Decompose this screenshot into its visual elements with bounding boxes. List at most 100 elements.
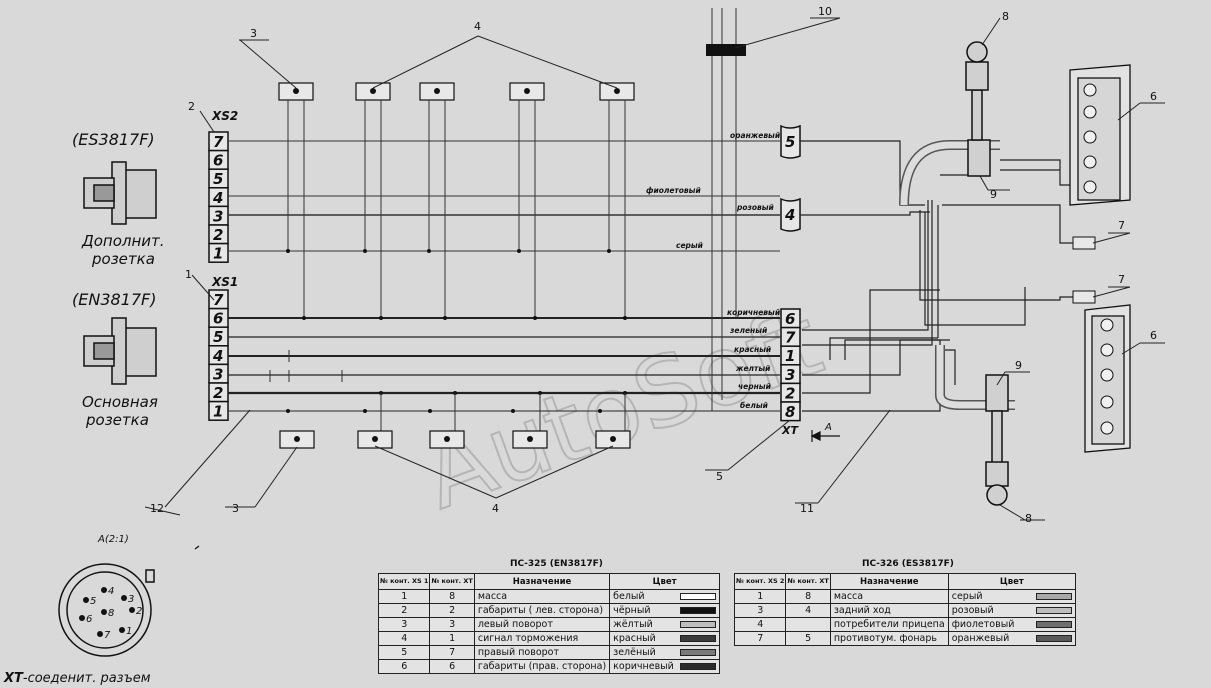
callout-11: 11 [800, 502, 814, 515]
color-swatch [680, 607, 716, 614]
cell-color: жёлтый [609, 617, 720, 632]
xs2-pin-label: 5 [213, 170, 223, 188]
cell-xt: 8 [429, 589, 475, 604]
wire-label-black: черный [738, 382, 772, 391]
cell-purpose: масса [829, 589, 949, 604]
table-ps325: № конт. XS 1 № конт. XT Назначение Цвет … [377, 573, 720, 674]
xs2-pin-label: 7 [213, 133, 224, 151]
xs1-pin-label: 1 [213, 403, 223, 421]
xs1-socket-drawing [83, 317, 157, 385]
cell-purpose: габариты (прав. сторона) [473, 659, 611, 674]
color-name: белый [613, 590, 645, 602]
cell-xt: 4 [785, 603, 831, 618]
xs2-pin-label: 3 [213, 207, 223, 225]
xs1-pin-label: 7 [213, 291, 224, 309]
cell-xs: 1 [733, 589, 787, 604]
xt-pin-box [780, 401, 801, 422]
cell-purpose: масса [473, 589, 611, 604]
th-xt: № конт. XT [429, 573, 475, 590]
color-name: красный [613, 632, 656, 644]
xt-upper-pin-label: 5 [785, 133, 795, 151]
xt-caption-bold: XT [3, 671, 24, 686]
table-ps325-title: ПС-325 (EN3817F) [510, 559, 603, 569]
cell-xs: 7 [733, 631, 787, 646]
cell-color: оранжевый [947, 631, 1077, 646]
xt-upper-pin-box [780, 197, 801, 232]
detail-pin-dot [101, 609, 107, 615]
th-purpose-326: Назначение [829, 573, 949, 590]
xt-pin-label: 2 [785, 384, 795, 402]
xs1-pin-label: 4 [212, 347, 223, 365]
xs1-pin-label: 3 [213, 365, 223, 383]
lamp-bulbs [1083, 83, 1114, 435]
detail-pin-dot [97, 631, 103, 637]
detail-pin-label: 8 [108, 608, 114, 619]
th-xs2: № конт. XS 2 [733, 573, 787, 590]
color-swatch [680, 593, 716, 600]
cell-purpose: левый поворот [473, 617, 611, 632]
wire-label-yellow: желтый [735, 364, 771, 373]
cell-xt: 3 [429, 617, 475, 632]
cell-color: белый [609, 589, 720, 604]
cell-purpose: потребители прицепа [829, 617, 949, 632]
clamp-drops-bottom [380, 393, 626, 432]
cell-xs: 2 [377, 603, 431, 618]
xt-face-view [58, 563, 155, 657]
xt-upper-pin-box [780, 124, 801, 159]
detail-pin-dot [119, 627, 125, 633]
wire-label-grey: серый [676, 241, 704, 250]
color-swatch [680, 621, 716, 628]
reverse-lamps [1072, 236, 1096, 304]
wire-label-white: белый [740, 401, 769, 410]
xs2-pin-label: 4 [212, 189, 223, 207]
xs2-code: (ES3817F) [72, 130, 155, 149]
color-name: серый [951, 590, 983, 602]
color-swatch [680, 663, 716, 670]
table-ps326-title: ПС-326 (ES3817F) [862, 559, 954, 569]
cell-color: зелёный [609, 645, 720, 660]
color-swatch [680, 649, 716, 656]
rear-light-upper [1069, 64, 1131, 206]
xt-pin-label: 8 [785, 403, 795, 421]
wire-label-red: красный [734, 345, 772, 354]
color-name: зелёный [613, 646, 656, 658]
th-xs1: № конт. XS 1 [377, 573, 431, 590]
callout-4-top: 4 [474, 20, 481, 33]
xs2-pin-label: 6 [213, 152, 223, 170]
xs1-wires [228, 317, 780, 412]
color-name: жёлтый [613, 618, 653, 630]
callout-5: 5 [716, 470, 723, 483]
xs1-label: XS1 [211, 275, 238, 289]
xt-pin-label: 7 [785, 329, 796, 347]
callout-3-top: 3 [250, 27, 257, 40]
detail-pin-dot [129, 607, 135, 613]
color-name: розовый [951, 604, 994, 616]
view-a-label: A [824, 422, 832, 433]
wire-label-violet: фиолетовый [646, 186, 701, 195]
xt-upper-pin-label: 4 [784, 206, 795, 224]
cell-color: фиолетовый [947, 617, 1077, 632]
cell-xs: 1 [377, 589, 431, 604]
cell-xs: 4 [733, 617, 787, 632]
detail-pin-label: 3 [128, 594, 134, 605]
cell-xt: 7 [429, 645, 475, 660]
xs2-wires [228, 140, 780, 252]
xs1-pin-label: 6 [213, 310, 223, 328]
wire-label-pink: розовый [736, 203, 775, 212]
cell-xt [785, 617, 831, 632]
detail-pin-dot [121, 595, 127, 601]
xs2-pin-box [208, 242, 229, 263]
cell-purpose: габариты ( лев. сторона) [473, 603, 611, 618]
xt-pin-label: 1 [785, 347, 795, 365]
cell-xs: 3 [377, 617, 431, 632]
wire-label-brown: коричневый [727, 308, 781, 317]
